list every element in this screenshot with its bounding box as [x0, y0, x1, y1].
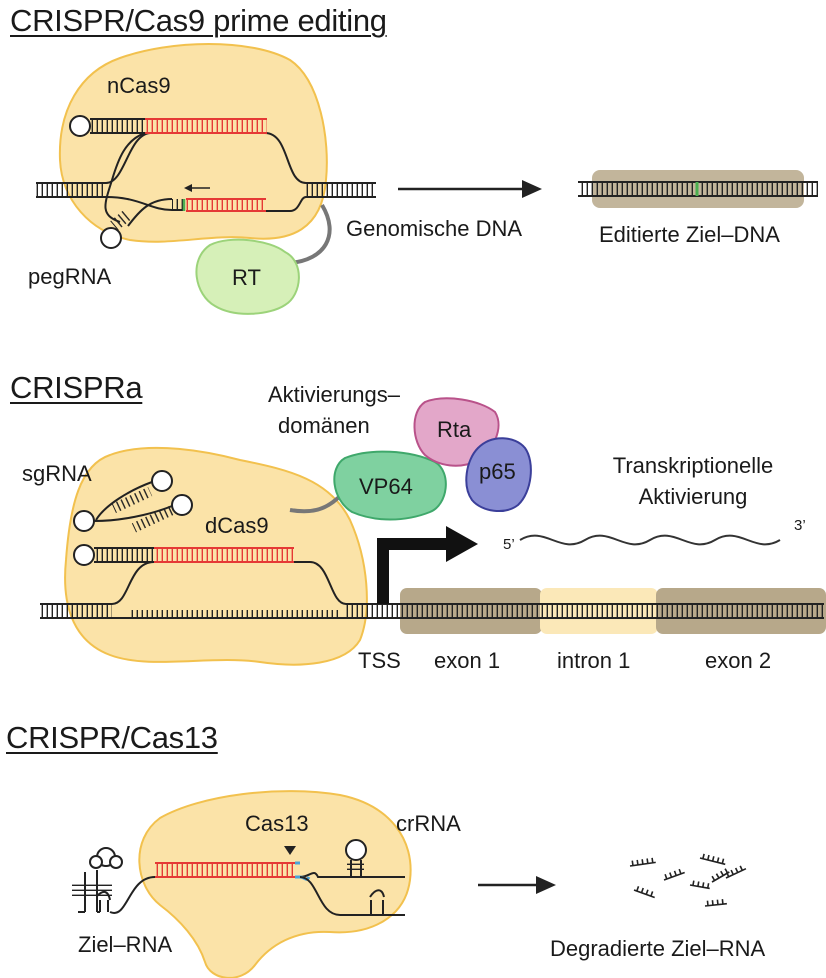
crrna-label: crRNA	[396, 811, 461, 836]
rt-label: RT	[232, 265, 261, 290]
activation-domains-label-line1: Aktivierungs–	[267, 382, 401, 407]
cas13-title: CRISPR/Cas13	[6, 720, 218, 755]
ncas9-label: nCas9	[107, 73, 171, 98]
ncas9-protein	[58, 43, 328, 243]
exon-2-label: exon 2	[705, 648, 772, 673]
three-prime-label: 3’	[794, 517, 806, 534]
vp64-protein	[333, 450, 447, 521]
stem-loop-icon	[69, 115, 91, 137]
stem-loop-icon	[345, 839, 367, 861]
rt-protein	[195, 238, 300, 315]
exon-1-label: exon 1	[434, 648, 501, 673]
genomic-dna-label: Genomische DNA	[346, 216, 523, 241]
transcription-label-line1: Transkriptionelle	[612, 453, 774, 478]
right-arrow-icon	[536, 876, 556, 894]
intron-1-label: intron 1	[557, 648, 631, 673]
dna-left-rungs	[36, 183, 106, 197]
transcription-label-line2: Aktivierung	[638, 484, 748, 509]
activation-domains-label-line2: domänen	[278, 413, 370, 438]
pegrna-spacer-pairing	[145, 119, 267, 133]
degraded-rna-fragments	[629, 853, 747, 907]
cas13-label: Cas13	[245, 811, 309, 836]
cas13-protein	[138, 790, 412, 978]
crispra-title: CRISPRa	[10, 370, 143, 405]
vp64-label: VP64	[359, 474, 413, 499]
target-rna-structure	[72, 847, 123, 913]
prime-editing-title: CRISPR/Cas9 prime editing	[10, 3, 387, 38]
rta-label: Rta	[437, 417, 472, 442]
p65-label: p65	[479, 459, 516, 484]
sgrna-hairpins	[73, 470, 193, 533]
edited-dna-label: Editierte Ziel–DNA	[599, 222, 780, 247]
target-rna-label: Ziel–RNA	[78, 932, 173, 957]
crrna-spacer	[155, 863, 295, 877]
pegrna-label: pegRNA	[28, 264, 112, 289]
mrna-transcript	[519, 534, 781, 546]
cas13-section	[72, 790, 747, 978]
five-prime-label: 5’	[503, 536, 515, 553]
prime-editing-section	[36, 43, 818, 315]
degraded-rna-label: Degradierte Ziel–RNA	[550, 936, 766, 961]
right-arrow-icon	[522, 180, 542, 198]
cleavage-triangle-icon	[284, 846, 296, 855]
promoter-arrow-icon	[377, 538, 450, 604]
p65-protein	[465, 437, 532, 512]
tss-label: TSS	[358, 648, 401, 673]
dcas9-label: dCas9	[205, 513, 269, 538]
crispra-section	[40, 397, 826, 666]
sgrna-label: sgRNA	[22, 461, 92, 486]
